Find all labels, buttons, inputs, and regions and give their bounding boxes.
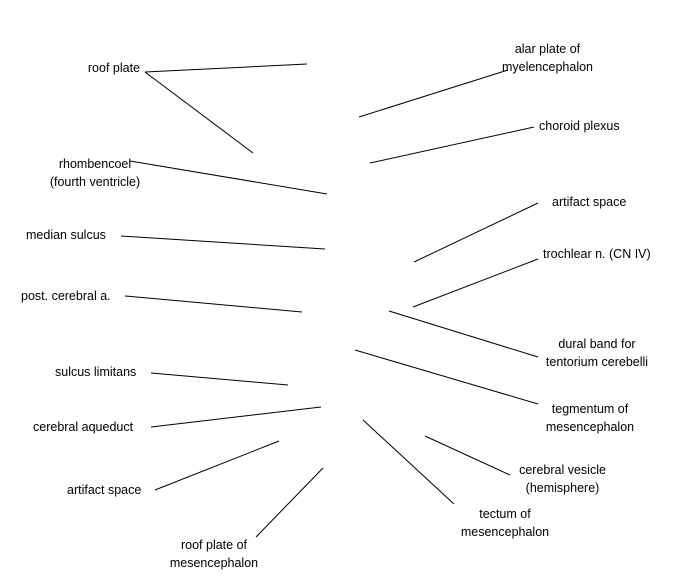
label-post-cerebral: post. cerebral a. — [21, 287, 111, 305]
alar-plate-leader — [358, 69, 509, 118]
roof-plate-leader-1 — [144, 63, 308, 73]
label-artifact-space-right: artifact space — [552, 193, 626, 211]
dural-band-leader — [388, 310, 539, 358]
trochlear-text: trochlear n. (CN IV) — [543, 247, 651, 261]
label-rhombencoel: rhombencoel (fourth ventricle) — [20, 155, 170, 191]
artifact-space-left-text: artifact space — [67, 483, 142, 497]
artifact-space-left-leader — [154, 440, 280, 491]
rhombencoel-text-line1: rhombencoel — [58, 157, 132, 171]
cerebral-vesicle-text-line2: (hemisphere) — [525, 481, 600, 495]
trochlear-leader — [412, 258, 539, 308]
label-median-sulcus: median sulcus — [26, 226, 106, 244]
label-dural-band: dural band for tentorium cerebelli — [522, 335, 672, 371]
label-cerebral-aqueduct: cerebral aqueduct — [33, 418, 133, 436]
choroid-plexus-text: choroid plexus — [539, 119, 620, 133]
cerebral-vesicle-leader — [424, 435, 511, 476]
roof-plate-leader-2 — [144, 71, 254, 154]
median-sulcus-leader — [120, 235, 326, 250]
artifact-space-right-leader — [413, 202, 539, 263]
label-roof-plate: roof plate — [60, 59, 140, 77]
artifact-space-right-text: artifact space — [552, 195, 627, 209]
roof-plate-mes-leader — [255, 467, 324, 538]
dural-band-text-line2: tentorium cerebelli — [545, 355, 649, 369]
choroid-plexus-leader — [369, 126, 535, 164]
roof-plate-text: roof plate — [87, 61, 140, 75]
roof-plate-mes-text-line2: mesencephalon — [169, 556, 259, 570]
median-sulcus-text: median sulcus — [26, 228, 106, 242]
tegmentum-text-line2: mesencephalon — [545, 420, 635, 434]
post-cerebral-text: post. cerebral a. — [21, 289, 111, 303]
label-cerebral-vesicle: cerebral vesicle (hemisphere) — [495, 461, 630, 497]
dural-band-text-line1: dural band for — [558, 337, 636, 351]
label-sulcus-limitans: sulcus limitans — [55, 363, 136, 381]
cerebral-vesicle-text-line1: cerebral vesicle — [519, 463, 606, 477]
tectum-text-line1: tectum of — [479, 507, 531, 521]
alar-plate-text-line2: myelencephalon — [501, 60, 594, 74]
label-tegmentum: tegmentum of mesencephalon — [520, 400, 660, 436]
tegmentum-text-line1: tegmentum of — [551, 402, 629, 416]
tectum-leader — [362, 419, 455, 505]
rhombencoel-leader — [129, 160, 328, 195]
alar-plate-text-line1: alar plate of — [514, 42, 581, 56]
sulcus-limitans-leader — [150, 372, 289, 386]
roof-plate-mes-text-line1: roof plate of — [180, 538, 247, 552]
label-artifact-space-left: artifact space — [67, 481, 141, 499]
label-choroid-plexus: choroid plexus — [539, 117, 620, 135]
label-tectum: tectum of mesencephalon — [435, 505, 575, 541]
sulcus-limitans-text: sulcus limitans — [55, 365, 137, 379]
label-roof-plate-mesencephalon: roof plate of mesencephalon — [144, 536, 284, 572]
cerebral-aqueduct-text: cerebral aqueduct — [33, 420, 134, 434]
tectum-text-line2: mesencephalon — [460, 525, 550, 539]
tegmentum-leader — [354, 349, 539, 405]
label-alar-plate: alar plate of myelencephalon — [490, 40, 605, 76]
post-cerebral-leader — [124, 295, 303, 313]
cerebral-aqueduct-leader — [150, 406, 322, 428]
rhombencoel-text-line2: (fourth ventricle) — [49, 175, 141, 189]
label-trochlear: trochlear n. (CN IV) — [543, 245, 651, 263]
